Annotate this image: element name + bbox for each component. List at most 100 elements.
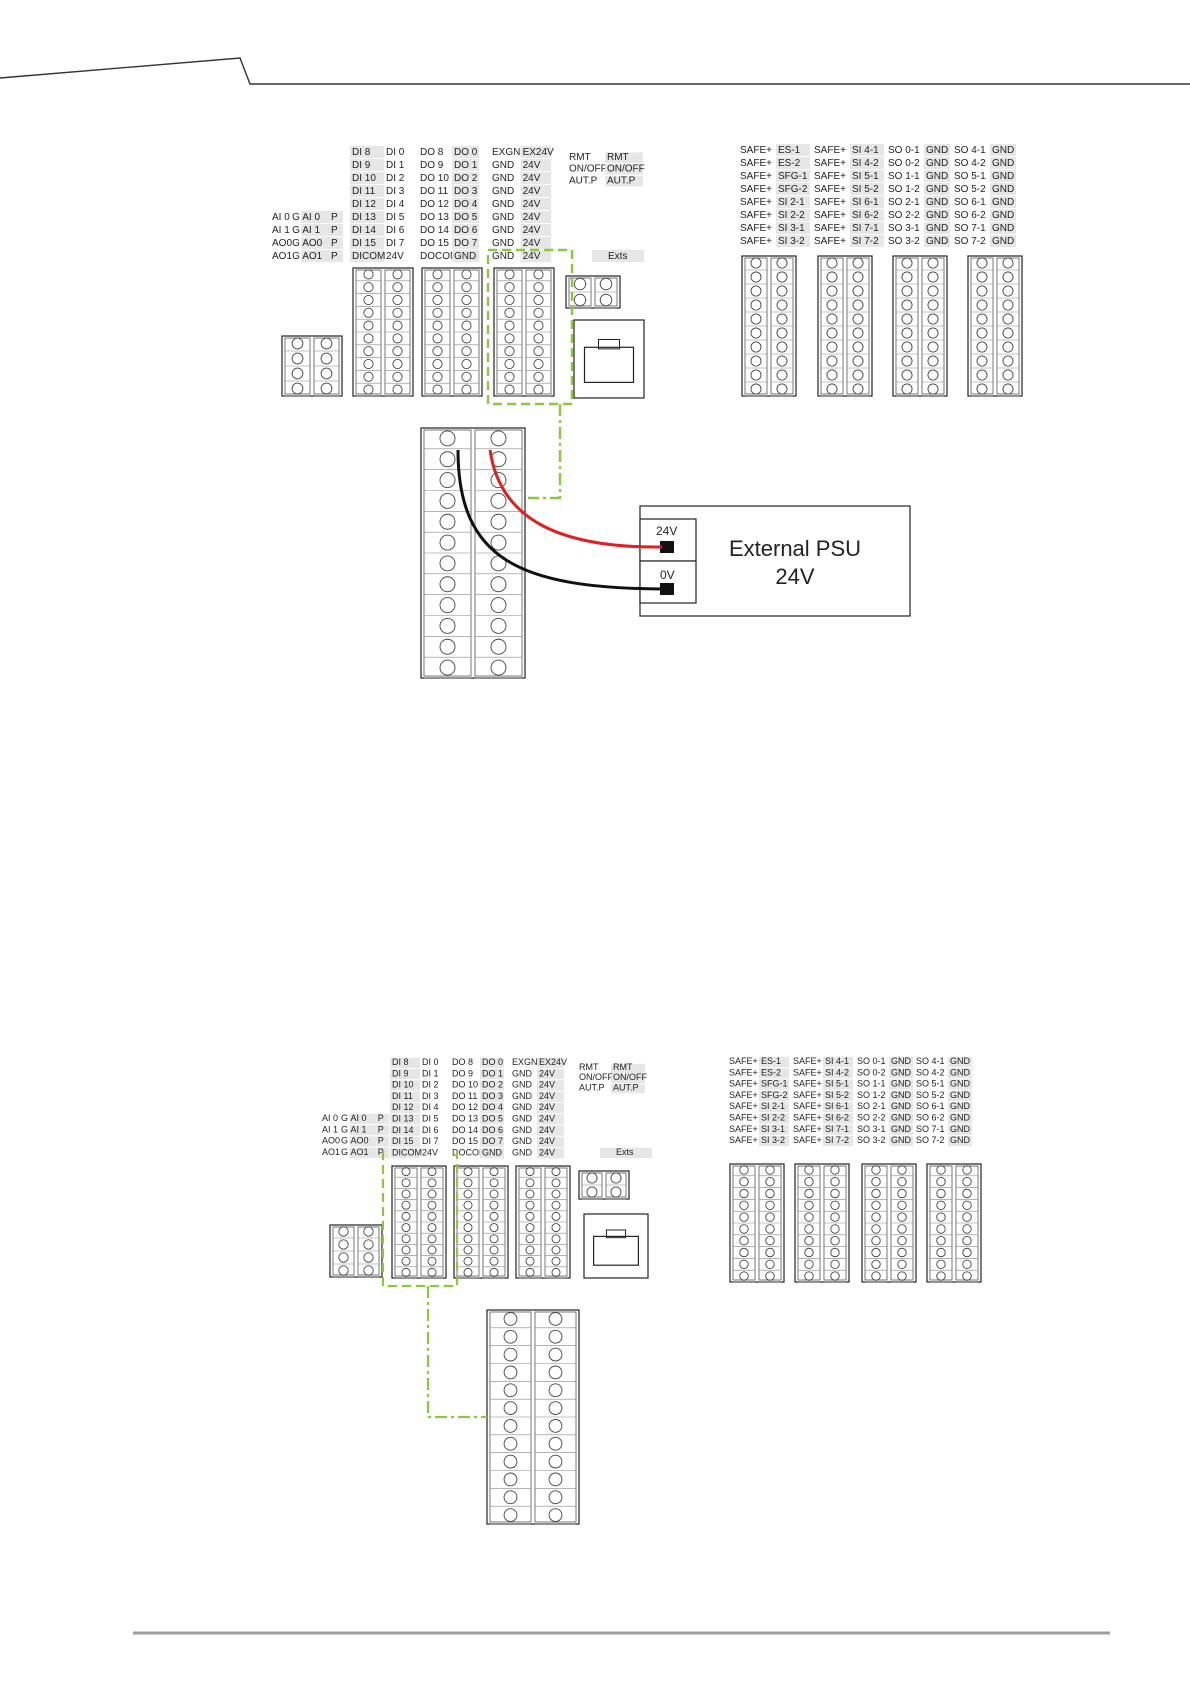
screw-hole (962, 1259, 972, 1269)
terminal-label: SO 1-1 (888, 171, 920, 182)
terminal-label: DO 4 (454, 199, 478, 210)
screw-hole (871, 1224, 881, 1234)
screw-hole (490, 472, 507, 489)
screw-hole (548, 1312, 563, 1326)
screw-hole (463, 1256, 473, 1266)
screw-hole (750, 355, 762, 367)
terminal-label: GND (950, 1101, 971, 1111)
screw-hole (503, 1472, 518, 1487)
label-shade (480, 1080, 504, 1091)
terminal-label: GND (992, 197, 1014, 208)
screw-hole (489, 1256, 499, 1266)
terminal-label: G (341, 1124, 348, 1134)
label-shade (776, 196, 810, 208)
terminal-label: DI 3 (422, 1091, 439, 1101)
screw-hole (750, 271, 762, 283)
port-latch (605, 1229, 627, 1239)
terminal-label: DICOM (352, 251, 385, 262)
terminal-label: GND (492, 212, 514, 223)
screw-hole (897, 1212, 907, 1222)
port-latch (598, 339, 620, 350)
terminal-label: SAFE+ (814, 171, 846, 182)
screw-hole (548, 1347, 563, 1362)
terminal-label: AO0 (351, 1136, 369, 1146)
screw-hole (533, 307, 544, 318)
terminal-label: SFG-1 (761, 1079, 788, 1089)
terminal-label: SO 3-1 (888, 223, 920, 234)
label-shade (376, 1136, 389, 1147)
terminal-label: AI 1 (351, 1124, 367, 1134)
screw-hole (490, 513, 507, 530)
label-shade (376, 1113, 389, 1124)
terminal-label: DO 13 (420, 212, 449, 223)
screw-hole (897, 1259, 907, 1269)
terminal-blocks (281, 255, 1023, 1525)
screw-hole (503, 1347, 518, 1362)
screw-hole (363, 384, 374, 395)
screw-hole (533, 320, 544, 331)
terminal-label: GND (512, 1136, 533, 1146)
label-shade (330, 237, 343, 249)
label-shade (480, 1057, 504, 1068)
terminal-label: GND (891, 1101, 912, 1111)
terminal-label: DO 15 (420, 238, 449, 249)
terminal-label: DO 12 (452, 1102, 478, 1112)
screw-hole (826, 257, 838, 269)
terminal-label: GND (512, 1125, 533, 1135)
screw-hole (765, 1224, 775, 1234)
terminal-label: SO 5-1 (916, 1079, 945, 1089)
label-shade (452, 159, 480, 171)
terminal-label: GND (891, 1056, 912, 1066)
label-shade (850, 222, 884, 234)
label-shade (759, 1101, 789, 1113)
label-shade (350, 211, 384, 223)
screw-hole (871, 1247, 881, 1258)
terminal-label: G (292, 238, 300, 249)
terminal-label: SO 7-1 (916, 1124, 945, 1134)
screw-hole (826, 313, 838, 325)
screw-hole (599, 293, 613, 307)
screw-hole (439, 513, 456, 530)
terminal-label: GND (512, 1147, 533, 1157)
terminal-label: SAFE+ (793, 1124, 822, 1134)
screw-hole (927, 285, 939, 297)
screw-hole (439, 555, 456, 572)
screw-hole (927, 383, 939, 395)
psu-terminal-24v (660, 541, 674, 553)
screw-hole (461, 307, 472, 318)
label-shade (823, 1090, 853, 1101)
terminal-label: SAFE+ (729, 1056, 758, 1066)
terminal-label: GND (926, 171, 948, 182)
terminal-label: SAFE+ (814, 236, 846, 247)
terminal-label: DI 12 (352, 199, 376, 210)
screw-hole (830, 1165, 840, 1175)
label-shade (452, 172, 480, 184)
terminal-label: SFG-2 (761, 1090, 788, 1100)
label-shade (759, 1113, 789, 1124)
label-shade (611, 1084, 645, 1094)
terminal-label: DI 7 (386, 238, 405, 249)
screw-hole (936, 1200, 946, 1210)
screw-hole (490, 638, 507, 655)
screw-hole (548, 1329, 563, 1344)
screw-hole (432, 307, 443, 318)
screw-hole (489, 1234, 499, 1244)
power-block-bottom (515, 1165, 571, 1279)
label-shade (452, 237, 480, 249)
terminal-label: AO0 (272, 238, 292, 249)
screw-hole (897, 1177, 907, 1187)
terminal-label: GND (926, 197, 948, 208)
screw-hole (548, 1419, 563, 1433)
screw-hole (489, 1211, 499, 1221)
screw-hole (363, 1265, 374, 1276)
screw-hole (392, 358, 403, 370)
label-shade (823, 1113, 853, 1124)
header-rule (0, 57, 1190, 85)
terminal-label: GND (454, 251, 476, 262)
label-shade (823, 1124, 853, 1135)
screw-hole (401, 1267, 411, 1277)
screw-hole (548, 1365, 563, 1380)
screw-hole (830, 1188, 840, 1199)
terminal-label: SAFE+ (740, 171, 772, 182)
terminal-label: 24V (523, 238, 541, 249)
